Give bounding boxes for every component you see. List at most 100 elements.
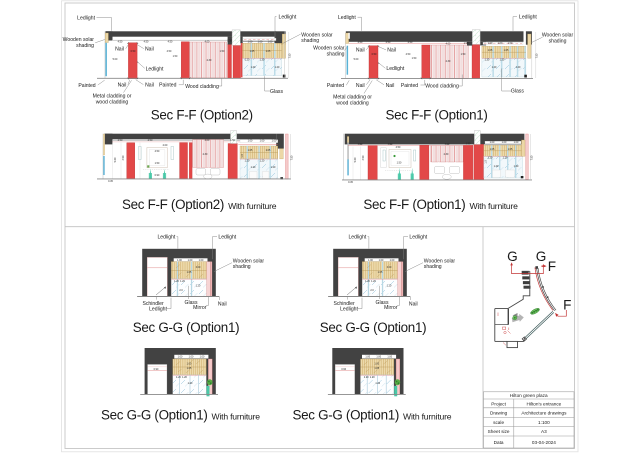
svg-text:1.20: 1.20 (492, 66, 497, 69)
svg-text:4.50: 4.50 (122, 155, 125, 160)
svg-text:Ledlight: Ledlight (279, 14, 297, 20)
svg-text:5.00: 5.00 (354, 58, 359, 61)
svg-text:1.00: 1.00 (200, 356, 205, 359)
svg-text:Glass: Glass (511, 89, 524, 95)
svg-text:1.05: 1.05 (266, 50, 271, 53)
svg-text:1.20: 1.20 (251, 166, 256, 169)
svg-text:Sec G-G (Option1): Sec G-G (Option1) (320, 320, 427, 335)
svg-text:Wooden solar: Wooden solar (233, 258, 265, 264)
svg-text:shading: shading (233, 264, 251, 270)
svg-text:1.20: 1.20 (196, 285, 201, 288)
svg-text:1.50: 1.50 (466, 143, 471, 146)
svg-text:4.50: 4.50 (155, 150, 160, 153)
svg-text:2.30: 2.30 (444, 153, 449, 156)
svg-text:1.20: 1.20 (485, 59, 490, 62)
svg-text:1.0: 1.0 (485, 160, 488, 164)
svg-text:4.00: 4.00 (445, 143, 450, 146)
svg-text:7.50: 7.50 (291, 155, 294, 160)
svg-text:1.20: 1.20 (494, 165, 499, 168)
svg-text:7.50: 7.50 (536, 53, 539, 58)
svg-text:wood cladding: wood cladding (336, 100, 369, 106)
svg-text:Ledlight: Ledlight (386, 66, 404, 72)
svg-text:1.05: 1.05 (187, 367, 192, 370)
svg-text:F: F (563, 297, 571, 312)
svg-text:1.20: 1.20 (500, 59, 505, 62)
svg-text:4.50: 4.50 (118, 41, 123, 44)
svg-text:Sec G-G (Option1): Sec G-G (Option1) (133, 320, 240, 335)
svg-text:Ledlight: Ledlight (338, 15, 356, 21)
svg-text:Ledlight: Ledlight (157, 234, 175, 240)
svg-text:1.00: 1.00 (178, 356, 183, 359)
svg-text:Sec F-F (Option2)With furnitur: Sec F-F (Option2)With furniture (122, 197, 277, 212)
svg-text:4.50: 4.50 (358, 143, 363, 146)
svg-text:4.50: 4.50 (362, 155, 365, 160)
svg-text:4.50: 4.50 (406, 53, 411, 56)
svg-text:1.20: 1.20 (245, 159, 250, 162)
svg-text:1.20: 1.20 (260, 159, 265, 162)
svg-text:1.05: 1.05 (266, 149, 271, 152)
svg-text:Ledlight: Ledlight (218, 234, 236, 240)
svg-text:4.50: 4.50 (144, 41, 149, 44)
svg-text:1.05: 1.05 (490, 148, 495, 151)
svg-text:1.20: 1.20 (514, 165, 519, 168)
svg-text:Schindler: Schindler (142, 301, 164, 307)
svg-text:1.20: 1.20 (245, 59, 250, 62)
svg-text:4.00: 4.00 (446, 43, 451, 46)
svg-text:Project: Project (491, 401, 506, 406)
svg-text:4.50: 4.50 (396, 146, 401, 149)
svg-text:1.00: 1.00 (187, 363, 192, 366)
svg-text:Architecture drawings: Architecture drawings (521, 410, 567, 415)
svg-text:2.30: 2.30 (446, 60, 451, 63)
svg-text:Painted: Painted (159, 83, 176, 89)
svg-text:1.00: 1.00 (508, 42, 513, 45)
svg-text:1.00: 1.00 (196, 266, 201, 269)
svg-text:1.00: 1.00 (188, 259, 193, 262)
svg-text:1.05: 1.05 (248, 149, 253, 152)
svg-text:shading: shading (549, 38, 567, 44)
svg-text:1.00: 1.00 (260, 140, 265, 143)
svg-text:0.50: 0.50 (372, 53, 377, 56)
svg-text:1.00: 1.00 (248, 140, 253, 143)
svg-text:Wooden solar: Wooden solar (63, 37, 95, 43)
svg-text:1.00: 1.00 (258, 41, 263, 44)
svg-text:Sheet size: Sheet size (488, 429, 510, 434)
svg-text:Nail: Nail (356, 48, 365, 54)
svg-text:1.00: 1.00 (199, 259, 204, 262)
svg-text:1.00: 1.00 (502, 141, 507, 144)
svg-text:1.05: 1.05 (250, 50, 255, 53)
svg-text:1.50: 1.50 (461, 53, 466, 56)
svg-text:4.50: 4.50 (167, 50, 172, 53)
svg-text:Metal cladding or: Metal cladding or (93, 94, 132, 100)
svg-text:0.90: 0.90 (155, 174, 160, 177)
svg-text:1.20: 1.20 (251, 66, 256, 69)
svg-text:1.50: 1.50 (397, 162, 402, 165)
svg-text:1.50: 1.50 (173, 55, 178, 58)
svg-text:1.50: 1.50 (412, 57, 417, 60)
svg-text:Nail: Nail (118, 83, 127, 89)
svg-text:4.50: 4.50 (148, 139, 153, 142)
svg-text:G: G (507, 249, 518, 264)
svg-text:Nail: Nail (218, 301, 227, 307)
svg-text:Painted: Painted (327, 83, 344, 89)
svg-text:2.30: 2.30 (203, 153, 208, 156)
svg-text:1.00: 1.00 (514, 141, 519, 144)
svg-text:1.0: 1.0 (241, 154, 244, 158)
svg-text:Sec F-F (Option1): Sec F-F (Option1) (385, 108, 487, 123)
svg-text:2.30: 2.30 (207, 59, 212, 62)
svg-text:1.20: 1.20 (174, 280, 179, 283)
svg-text:1.05: 1.05 (508, 148, 513, 151)
svg-text:Ledlight: Ledlight (77, 16, 95, 22)
svg-text:Sec F-F (Option1)With furnitur: Sec F-F (Option1)With furniture (363, 197, 518, 212)
svg-text:1.20: 1.20 (188, 382, 193, 385)
svg-text:4.50: 4.50 (358, 41, 363, 44)
svg-text:1.05: 1.05 (187, 271, 192, 274)
svg-text:4.50: 4.50 (408, 41, 413, 44)
svg-text:1.00: 1.00 (268, 41, 273, 44)
svg-text:5.00: 5.00 (114, 157, 117, 162)
svg-text:wood cladding: wood cladding (96, 100, 129, 106)
svg-text:1.00: 1.00 (189, 356, 194, 359)
svg-text:Nail: Nail (145, 46, 154, 52)
svg-text:Painted: Painted (78, 83, 95, 89)
svg-text:G: G (536, 249, 547, 264)
svg-text:Wooden solar: Wooden solar (301, 32, 333, 38)
